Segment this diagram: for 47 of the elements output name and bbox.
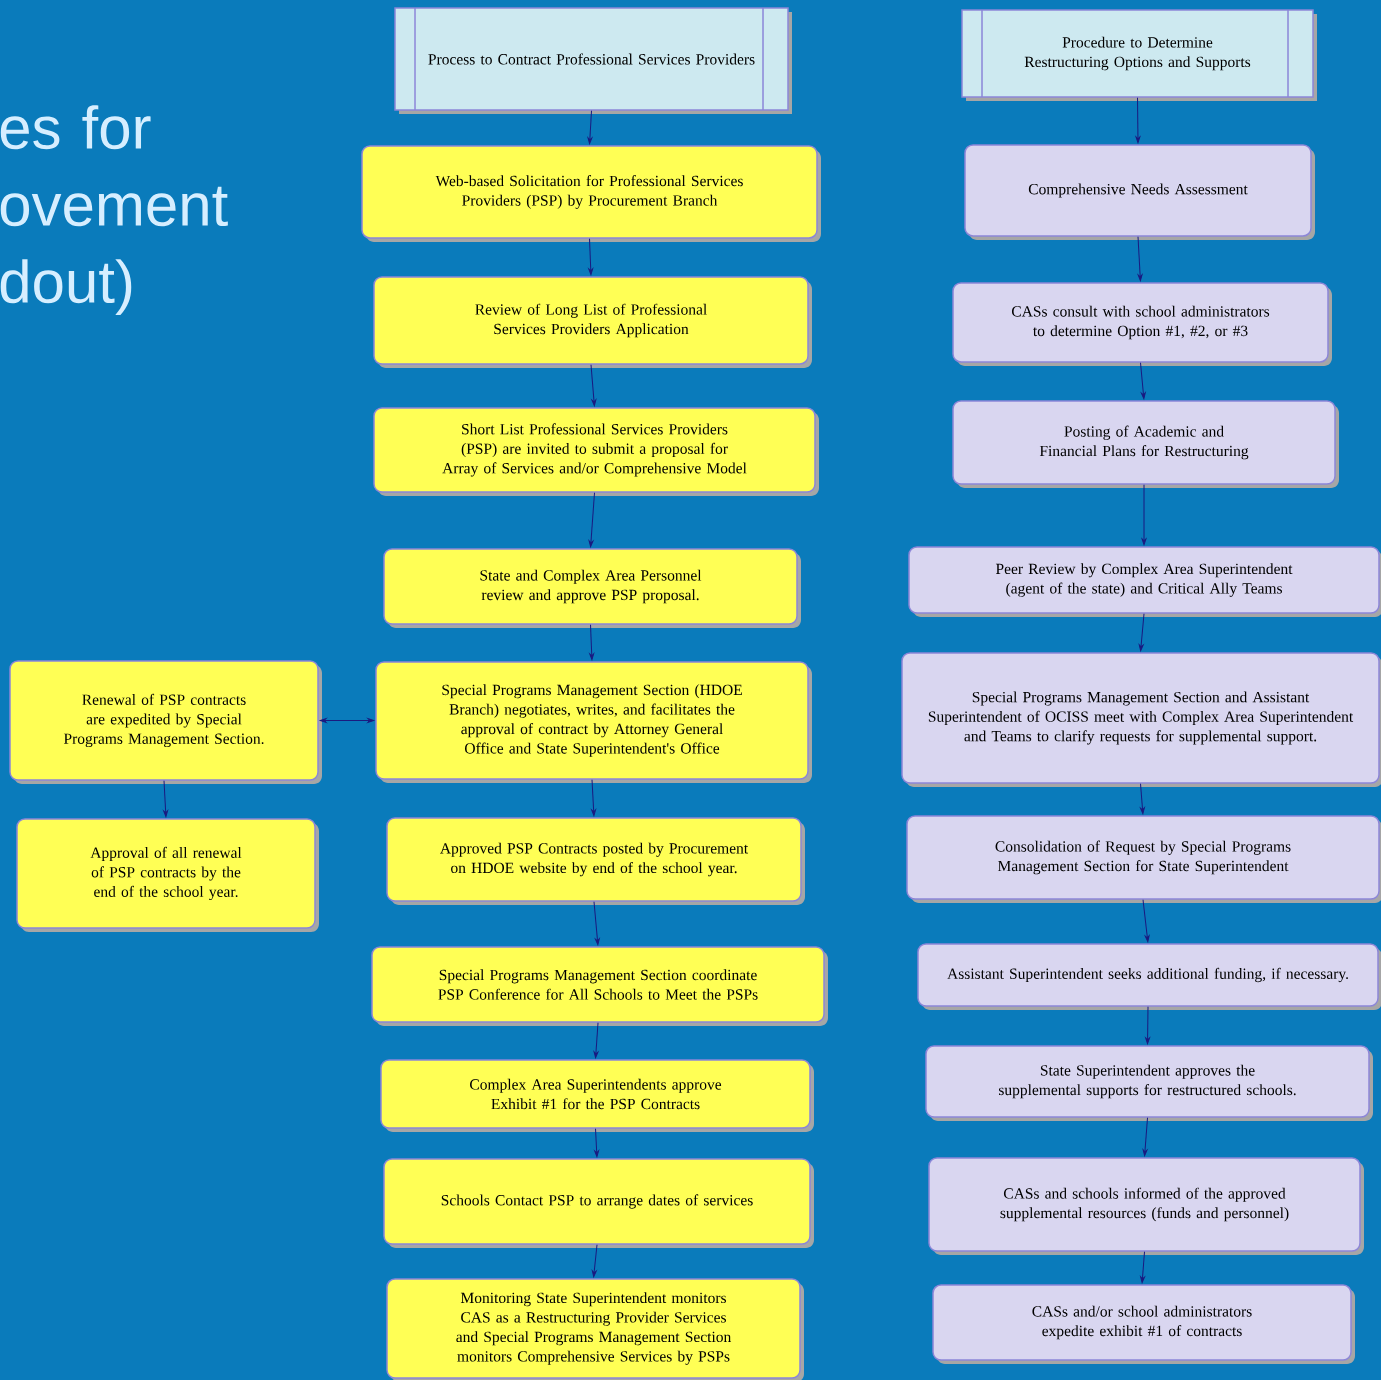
arrow	[1135, 97, 1141, 144]
process-box: Review of Long List of Professional Services Providers Application	[373, 276, 812, 368]
process-box: CASs and schools informed of the approved supplemental resources (funds and personnel)	[928, 1157, 1364, 1255]
arrow	[1142, 899, 1150, 943]
process-box: Comprehensive Needs Assessment	[964, 144, 1315, 240]
process-box: Special Programs Management Section and Assistant Superintendent of OCISS meet with Complex Area Superintendent and Teams to clarify requests for supplemental support.	[901, 652, 1381, 787]
process-box: Web-based Solicitation for Professional Services Providers (PSP) by Procurement Branch	[361, 145, 821, 242]
process-box: State Superintendent approves the supplemental supports for restructured schools.	[925, 1045, 1373, 1121]
arrow	[1140, 362, 1146, 400]
arrow	[594, 1128, 600, 1158]
process-box: Peer Review by Complex Area Superintendent (agent of the state) and Critical Ally Teams	[908, 546, 1381, 617]
process-box: Schools Contact PSP to arrange dates of services	[383, 1158, 814, 1248]
process-box: Short List Professional Services Providers (PSP) are invited to submit a proposal for Array of Services and/or Comprehensive Model	[373, 407, 819, 496]
process-box: Posting of Academic and Financial Plans for Restructuring	[952, 400, 1339, 488]
process-box: Consolidation of Request by Special Programs Management Section for State Superintendent	[906, 815, 1381, 903]
arrow	[1145, 1006, 1150, 1045]
arrow	[1140, 1251, 1145, 1284]
header-box: Process to Contract Professional Services Providers	[394, 7, 792, 114]
arrow	[1141, 484, 1147, 546]
arrow	[588, 492, 595, 548]
arrow	[591, 779, 597, 817]
process-box: CASs and/or school administrators expedite exhibit #1 of contracts	[932, 1284, 1355, 1364]
process-box: Renewal of PSP contracts are expedited by Special Programs Management Section.	[9, 660, 322, 784]
process-box: Approved PSP Contracts posted by Procurement on HDOE website by end of the school year.	[386, 817, 805, 905]
process-box: Complex Area Superintendents approve Exhibit #1 for the PSP Contracts	[380, 1059, 814, 1132]
process-box: Approval of all renewal of PSP contracts by the end of the school year.	[16, 818, 319, 932]
process-box: Monitoring State Superintendent monitors CAS as a Restructuring Provider Services and Special Programs Management Section monitors Comprehensive Services by PSPs	[386, 1278, 804, 1380]
arrow	[590, 364, 597, 407]
process-box: Special Programs Management Section (HDOE Branch) negotiates, writes, and facilitates the approval of contract by Attorney General Office and State Superintendent's Office	[375, 661, 812, 783]
process-box: State and Complex Area Personnel review and approve PSP proposal.	[383, 548, 801, 628]
arrow	[1137, 236, 1143, 282]
header-box: Procedure to Determine Restructuring Options and Supports	[961, 9, 1317, 101]
arrow	[588, 238, 594, 276]
process-box: Assistant Superintendent seeks additional funding, if necessary.	[917, 943, 1381, 1010]
arrow	[593, 1022, 599, 1059]
process-box: CASs consult with school administrators to determine Option #1, #2, or #3	[952, 282, 1332, 366]
title: es for ovement dout)	[0, 105, 228, 316]
process-box: Special Programs Management Section coordinate PSP Conference for All Schools to Meet the PSPs	[371, 946, 828, 1026]
arrow	[587, 110, 593, 145]
arrow	[1140, 783, 1145, 815]
arrow	[593, 901, 600, 946]
arrow	[589, 624, 595, 661]
arrow	[319, 718, 375, 723]
arrow	[1138, 613, 1145, 652]
arrow	[591, 1244, 598, 1278]
arrow	[163, 780, 168, 818]
arrow	[1142, 1117, 1148, 1157]
